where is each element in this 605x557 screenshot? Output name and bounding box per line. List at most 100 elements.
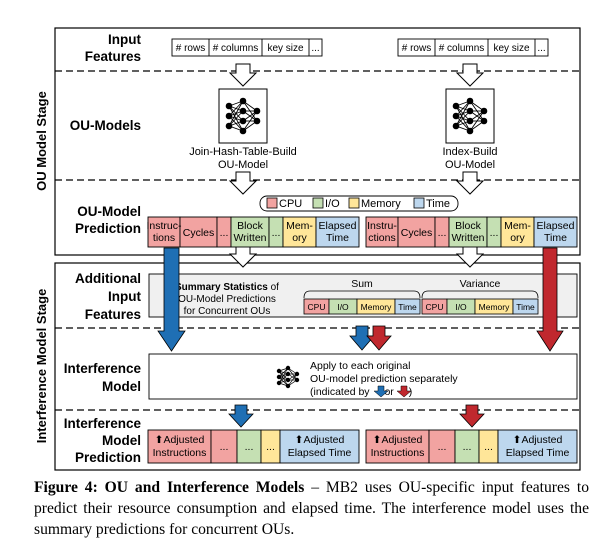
blue-flow-arrow-icon	[157, 247, 186, 352]
adjusted-ellipsis: ...	[438, 441, 447, 453]
var-memory: Memory	[479, 302, 510, 312]
label-add-input: Input	[108, 289, 141, 304]
interference-line2: OU-model prediction separately	[310, 373, 458, 385]
feature-columns: # columns	[439, 43, 485, 54]
summary-statistics: Summary Statistics of OU-Model Predictio…	[148, 273, 578, 318]
flow-arrow-icon	[229, 171, 257, 195]
neural-network-icon	[445, 88, 495, 144]
join-model-sub: OU-Model	[218, 159, 268, 171]
feature-ellipsis: ...	[537, 43, 545, 54]
ou-stage-label: OU Model Stage	[34, 91, 49, 191]
label-ou-model: OU-Model	[77, 204, 141, 219]
legend-io: I/O	[325, 198, 340, 210]
label-input: Input	[108, 32, 141, 47]
label-features: Features	[85, 49, 141, 64]
feature-rows: # rows	[176, 43, 205, 54]
pred-cycles: Cycles	[401, 227, 433, 239]
row-labels: Input Features OU-Models OU-Model Predic…	[64, 32, 142, 465]
join-model-name: Join-Hash-Table-Build	[189, 146, 297, 158]
sum-memory: Memory	[361, 302, 392, 312]
variance-label: Variance	[460, 278, 501, 290]
var-io: I/O	[455, 302, 467, 312]
var-cpu: CPU	[426, 302, 444, 312]
features-right: # rows # columns key size ...	[397, 38, 549, 57]
interference-stage-label: Interference Model Stage	[34, 289, 49, 444]
sum-label: Sum	[351, 278, 373, 290]
red-flow-arrow-icon	[459, 404, 485, 428]
flow-arrow-icon	[456, 244, 484, 268]
red-flow-arrow-icon	[366, 325, 392, 351]
summary-title: Summary Statistics of	[175, 282, 279, 293]
feature-rows: # rows	[402, 43, 431, 54]
interference-model-box: Apply to each original OU-model predicti…	[148, 353, 578, 400]
pred-instructions: Instruc-tions	[146, 220, 182, 244]
interference-line1: Apply to each original	[310, 360, 410, 372]
legend-cpu: CPU	[279, 198, 302, 210]
adjusted-ellipsis: ...	[484, 441, 493, 453]
var-time: Time	[516, 302, 535, 312]
label-int-interference: Interference	[64, 416, 142, 431]
pred-memory: Mem-ory	[286, 220, 313, 244]
caption-text: – MB2 uses OU-specific input features to…	[34, 479, 589, 538]
blue-flow-arrow-icon	[349, 325, 375, 351]
feature-key-size: key size	[493, 43, 530, 54]
caption-label: Figure 4: OU and Interference Models	[34, 479, 305, 496]
legend-memory: Memory	[361, 198, 401, 210]
sum-io: I/O	[337, 302, 349, 312]
interference-stage-frame	[54, 262, 581, 471]
feature-columns: # columns	[213, 43, 259, 54]
blue-flow-arrow-icon	[228, 404, 254, 428]
pred-ellipsis: ...	[438, 227, 447, 239]
flow-arrow-icon	[456, 63, 484, 87]
adjusted-ellipsis: ...	[463, 441, 472, 453]
pred-ellipsis: ...	[272, 227, 281, 239]
label-model: Model	[102, 379, 141, 394]
flow-arrow-icon	[229, 244, 257, 268]
blue-arrow-icon	[373, 385, 389, 398]
adjusted-ellipsis: ...	[245, 441, 254, 453]
adjusted-ellipsis: ...	[220, 441, 229, 453]
label-int-model: Model	[102, 433, 141, 448]
pred-ellipsis: ...	[220, 227, 229, 239]
index-model-sub: OU-Model	[445, 159, 495, 171]
pred-cycles: Cycles	[183, 227, 215, 239]
legend-time: Time	[426, 198, 450, 210]
index-model-name: Index-Build	[442, 146, 497, 158]
interference-line3: (indicated by or )	[310, 386, 412, 398]
pred-instructions: Instru-ctions	[367, 220, 397, 244]
feature-ellipsis: ...	[311, 43, 319, 54]
neural-network-icon	[218, 88, 268, 144]
sum-cpu: CPU	[308, 302, 326, 312]
ou-stage-frame	[54, 27, 581, 256]
features-left: # rows # columns key size ...	[171, 38, 323, 57]
figure-caption: Figure 4: OU and Interference Models – M…	[34, 477, 589, 540]
label-add-features: Features	[85, 307, 141, 322]
label-prediction: Prediction	[75, 221, 141, 236]
label-additional: Additional	[75, 271, 141, 286]
pred-ellipsis: ...	[490, 227, 499, 239]
flow-arrow-icon	[229, 63, 257, 87]
summary-line3: for Concurrent OUs	[184, 306, 271, 317]
legend: CPU I/O Memory Time	[259, 195, 459, 212]
label-interference: Interference	[64, 361, 142, 376]
sum-time: Time	[398, 302, 417, 312]
label-ou-models: OU-Models	[70, 118, 141, 133]
pred-memory: Mem-ory	[504, 220, 531, 244]
adjusted-ellipsis: ...	[266, 441, 275, 453]
flow-arrow-icon	[456, 171, 484, 195]
feature-key-size: key size	[267, 43, 304, 54]
red-flow-arrow-icon	[536, 247, 564, 352]
red-arrow-icon	[396, 385, 412, 398]
